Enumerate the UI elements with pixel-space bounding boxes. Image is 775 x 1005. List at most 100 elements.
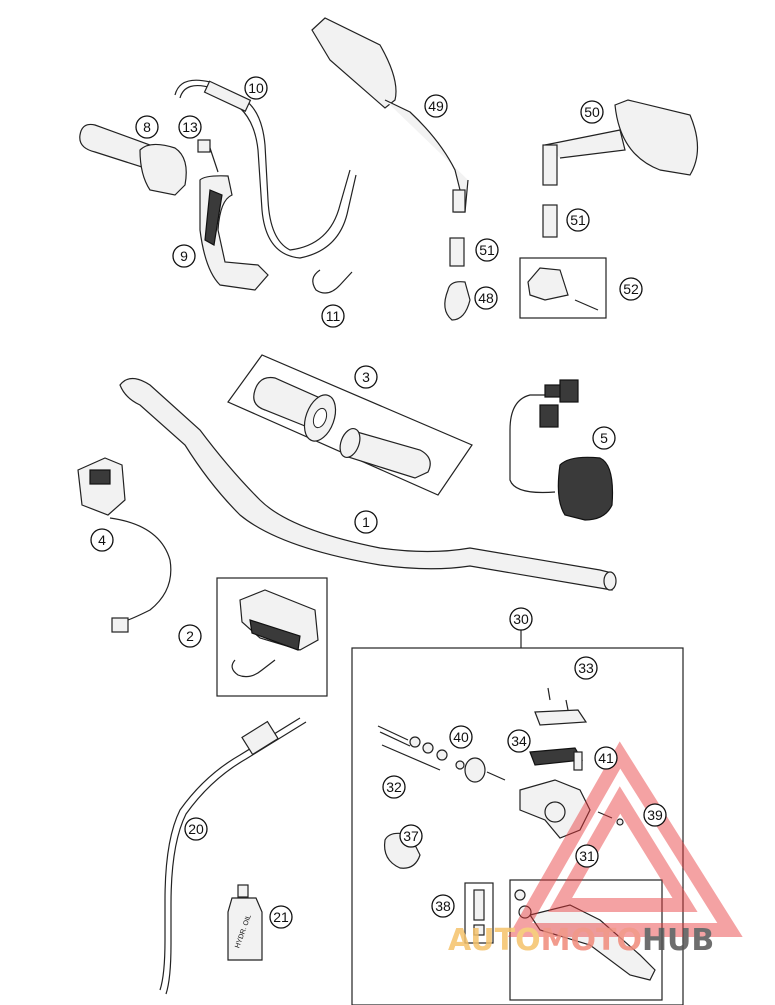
callout-38: 38: [431, 894, 455, 918]
callout-52: 52: [619, 277, 643, 301]
callout-circle: [509, 607, 533, 631]
callout-10: 10: [244, 76, 268, 100]
callout-circle: [619, 277, 643, 301]
callout-number: 51: [570, 212, 586, 228]
callout-circle: [574, 656, 598, 680]
callout-circle: [592, 426, 616, 450]
pin-41: [573, 751, 583, 771]
callout-2: 2: [178, 624, 202, 648]
callout-circle: [354, 510, 378, 534]
callout-circle: [507, 729, 531, 753]
callout-number: 4: [98, 532, 106, 548]
handlebar: [119, 377, 617, 591]
clamp-48: [444, 281, 471, 321]
mirror-adapter-right: [542, 204, 558, 238]
callout-4: 4: [90, 528, 114, 552]
callout-number: 3: [362, 369, 370, 385]
callout-circle: [594, 746, 618, 770]
screw-13: [197, 139, 219, 173]
callout-circle: [449, 725, 473, 749]
callout-number: 33: [578, 660, 594, 676]
watermark-text: AUTOMOTOHUB: [448, 923, 714, 958]
callout-number: 13: [182, 119, 198, 135]
callout-circle: [474, 286, 498, 310]
handlebar-pad-group: [216, 577, 328, 697]
mirror-adapter-left: [449, 237, 465, 267]
watermark: AUTOMOTOHUB: [448, 741, 743, 958]
callout-number: 41: [598, 750, 614, 766]
callout-circle: [431, 894, 455, 918]
callout-circle: [90, 528, 114, 552]
callout-number: 52: [623, 281, 639, 297]
throttle-cables: [174, 79, 357, 259]
master-cylinder-body: [519, 779, 591, 839]
callout-circle: [178, 115, 202, 139]
callout-32: 32: [382, 775, 406, 799]
callout-number: 5: [600, 430, 608, 446]
mirror-left: [311, 17, 469, 213]
throttle-housing: [199, 175, 269, 291]
hydraulic-line: [159, 717, 307, 995]
hydraulic-oil-bottle: HYDR. OIL: [227, 884, 263, 961]
callout-number: 49: [428, 98, 444, 114]
callout-13: 13: [178, 115, 202, 139]
callout-circle: [424, 94, 448, 118]
callout-20: 20: [184, 817, 208, 841]
callout-number: 48: [478, 290, 494, 306]
callout-37: 37: [399, 824, 423, 848]
callout-number: 32: [386, 779, 402, 795]
spring-pin-32: [377, 725, 448, 771]
watermark-auto: AUTO: [448, 923, 541, 958]
callout-number: 39: [647, 807, 663, 823]
callout-number: 51: [479, 242, 495, 258]
callout-number: 40: [453, 729, 469, 745]
brake-lever-31: [509, 879, 663, 1001]
callout-39: 39: [643, 803, 667, 827]
callout-circle: [178, 624, 202, 648]
callout-circle: [321, 304, 345, 328]
callout-number: 1: [362, 514, 370, 530]
callout-number: 10: [248, 80, 264, 96]
callout-circle: [172, 244, 196, 268]
callout-circle: [575, 844, 599, 868]
brake-master-cylinder-frame: [351, 630, 684, 1005]
callout-circle: [184, 817, 208, 841]
callout-41: 41: [594, 746, 618, 770]
callout-9: 9: [172, 244, 196, 268]
callout-number: 50: [584, 104, 600, 120]
callout-31: 31: [575, 844, 599, 868]
callout-49: 49: [424, 94, 448, 118]
callout-50: 50: [580, 100, 604, 124]
watermark-moto: MOTO: [541, 923, 642, 958]
callout-3: 3: [354, 365, 378, 389]
watermark-hub: HUB: [642, 923, 714, 958]
callout-48: 48: [474, 286, 498, 310]
right-switch: [509, 379, 614, 521]
throttle-grip: [79, 123, 187, 196]
callout-circle: [643, 803, 667, 827]
callout-number: 2: [186, 628, 194, 644]
callout-number: 20: [188, 821, 204, 837]
callout-number: 30: [513, 611, 529, 627]
callout-34: 34: [507, 729, 531, 753]
grip-set: [227, 354, 473, 496]
clamp-set-52: [519, 257, 607, 319]
piston-40: [455, 757, 506, 783]
callout-circle: [269, 905, 293, 929]
sleeve-38: [464, 882, 494, 944]
callout-number: 31: [579, 848, 595, 864]
callout-21: 21: [269, 905, 293, 929]
callout-30: 30: [509, 607, 533, 631]
callout-5: 5: [592, 426, 616, 450]
callout-33: 33: [574, 656, 598, 680]
left-switch: [77, 457, 172, 633]
callout-number: 9: [180, 248, 188, 264]
callout-1: 1: [354, 510, 378, 534]
callout-40: 40: [449, 725, 473, 749]
callout-number: 21: [273, 909, 289, 925]
callout-8: 8: [135, 115, 159, 139]
callout-number: 38: [435, 898, 451, 914]
cover-33: [534, 687, 588, 726]
mirror-right: [542, 99, 699, 186]
